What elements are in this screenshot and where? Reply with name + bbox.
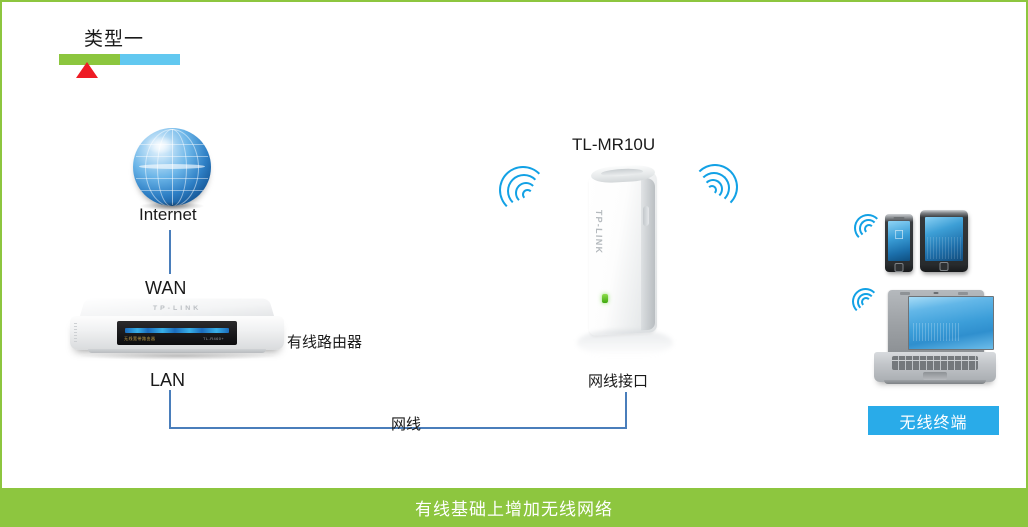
wifi-waves-icon-right	[692, 164, 738, 210]
type-progress-bar	[59, 54, 180, 65]
portable-router-led	[602, 293, 608, 304]
portable-router-brand: TP-LINK	[594, 209, 604, 255]
wifi-waves-icon-laptop	[852, 288, 879, 315]
wifi-waves-icon-phone	[854, 214, 882, 242]
globe-icon	[133, 128, 215, 210]
footer-caption: 有线基础上增加无线网络	[415, 500, 613, 519]
router-top-brand: TP-LINK	[152, 305, 202, 312]
wan-connection-line	[169, 230, 171, 274]
router-panel-model: TL-R460+	[203, 336, 225, 341]
cable-horizontal-line	[169, 427, 627, 429]
router-led-strip	[125, 328, 229, 333]
port-connection-line	[625, 392, 627, 428]
type-bar-segment-blue	[120, 54, 180, 65]
router-panel-text: 无线宽带路由器	[124, 336, 156, 341]
portable-router-icon: TP-LINK	[575, 162, 685, 356]
lan-connection-line	[169, 390, 171, 428]
internet-label: Internet	[139, 205, 197, 224]
type-bar-segment-green	[59, 54, 120, 65]
wired-router-label: 有线路由器	[287, 334, 363, 351]
tablet-icon	[920, 210, 968, 272]
wireless-terminal-badge: 无线终端	[868, 406, 999, 435]
smartphone-icon: 	[885, 214, 913, 272]
type-marker-triangle-icon	[76, 62, 98, 78]
wired-router-icon: TP-LINK 无线宽带路由器 TL-R460+	[70, 296, 284, 361]
type-title: 类型一	[84, 29, 145, 50]
footer-caption-bar: 有线基础上增加无线网络	[0, 488, 1028, 527]
portable-router-model-label: TL-MR10U	[572, 135, 656, 154]
portable-router-port-label: 网线接口	[588, 373, 649, 390]
laptop-icon	[874, 290, 996, 386]
apple-logo-icon: 	[894, 228, 904, 241]
lan-label: LAN	[150, 370, 186, 390]
cable-label: 网线	[391, 416, 422, 433]
wan-label: WAN	[145, 278, 187, 298]
wifi-waves-icon-left	[499, 166, 547, 214]
